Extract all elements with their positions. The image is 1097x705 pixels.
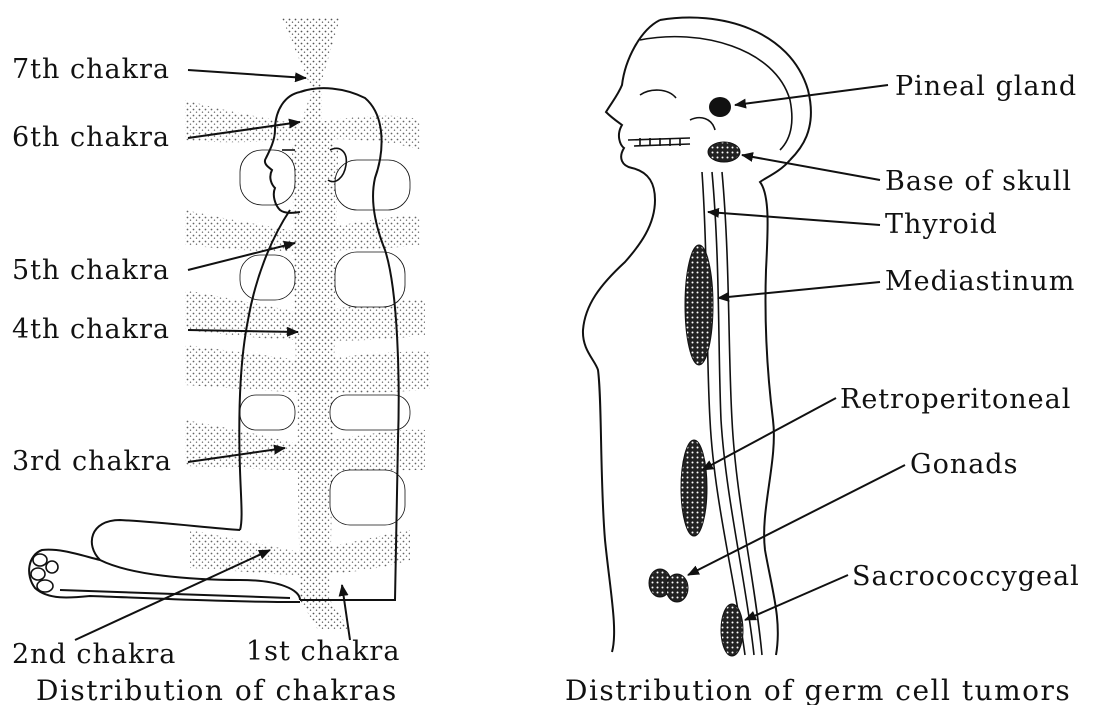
label-sacrococcygeal: Sacrococcygeal [852, 561, 1080, 592]
label-pineal-gland: Pineal gland [895, 71, 1077, 102]
skull-face [628, 90, 715, 146]
skull-inner [640, 37, 792, 150]
tumor-mediastinum [685, 245, 713, 365]
label-thyroid: Thyroid [885, 209, 998, 240]
back-outline [760, 160, 790, 655]
label-7th-chakra: 7th chakra [12, 54, 170, 85]
tumor-sacrococcygeal [721, 604, 743, 656]
label-2nd-chakra: 2nd chakra [12, 639, 176, 670]
tumor-gonad-2 [666, 574, 688, 602]
label-base-of-skull: Base of skull [885, 166, 1072, 197]
label-6th-chakra: 6th chakra [12, 122, 170, 153]
label-1st-chakra: 1st chakra [246, 636, 400, 667]
tumor-pointers [688, 85, 905, 620]
toes [31, 554, 58, 592]
tumor-skull-base [708, 142, 740, 162]
label-retroperitoneal: Retroperitoneal [840, 384, 1071, 415]
tumor-pineal [709, 97, 731, 117]
label-mediastinum: Mediastinum [885, 266, 1075, 297]
caption-chakras: Distribution of chakras [36, 674, 398, 705]
spinal-column [702, 172, 762, 655]
label-5th-chakra: 5th chakra [12, 255, 170, 286]
label-gonads: Gonads [910, 449, 1018, 480]
label-3rd-chakra: 3rd chakra [12, 446, 172, 477]
label-4th-chakra: 4th chakra [12, 314, 170, 345]
caption-germ-cell-tumors: Distribution of germ cell tumors [565, 674, 1071, 705]
tumor-retroperitoneal [681, 440, 707, 536]
